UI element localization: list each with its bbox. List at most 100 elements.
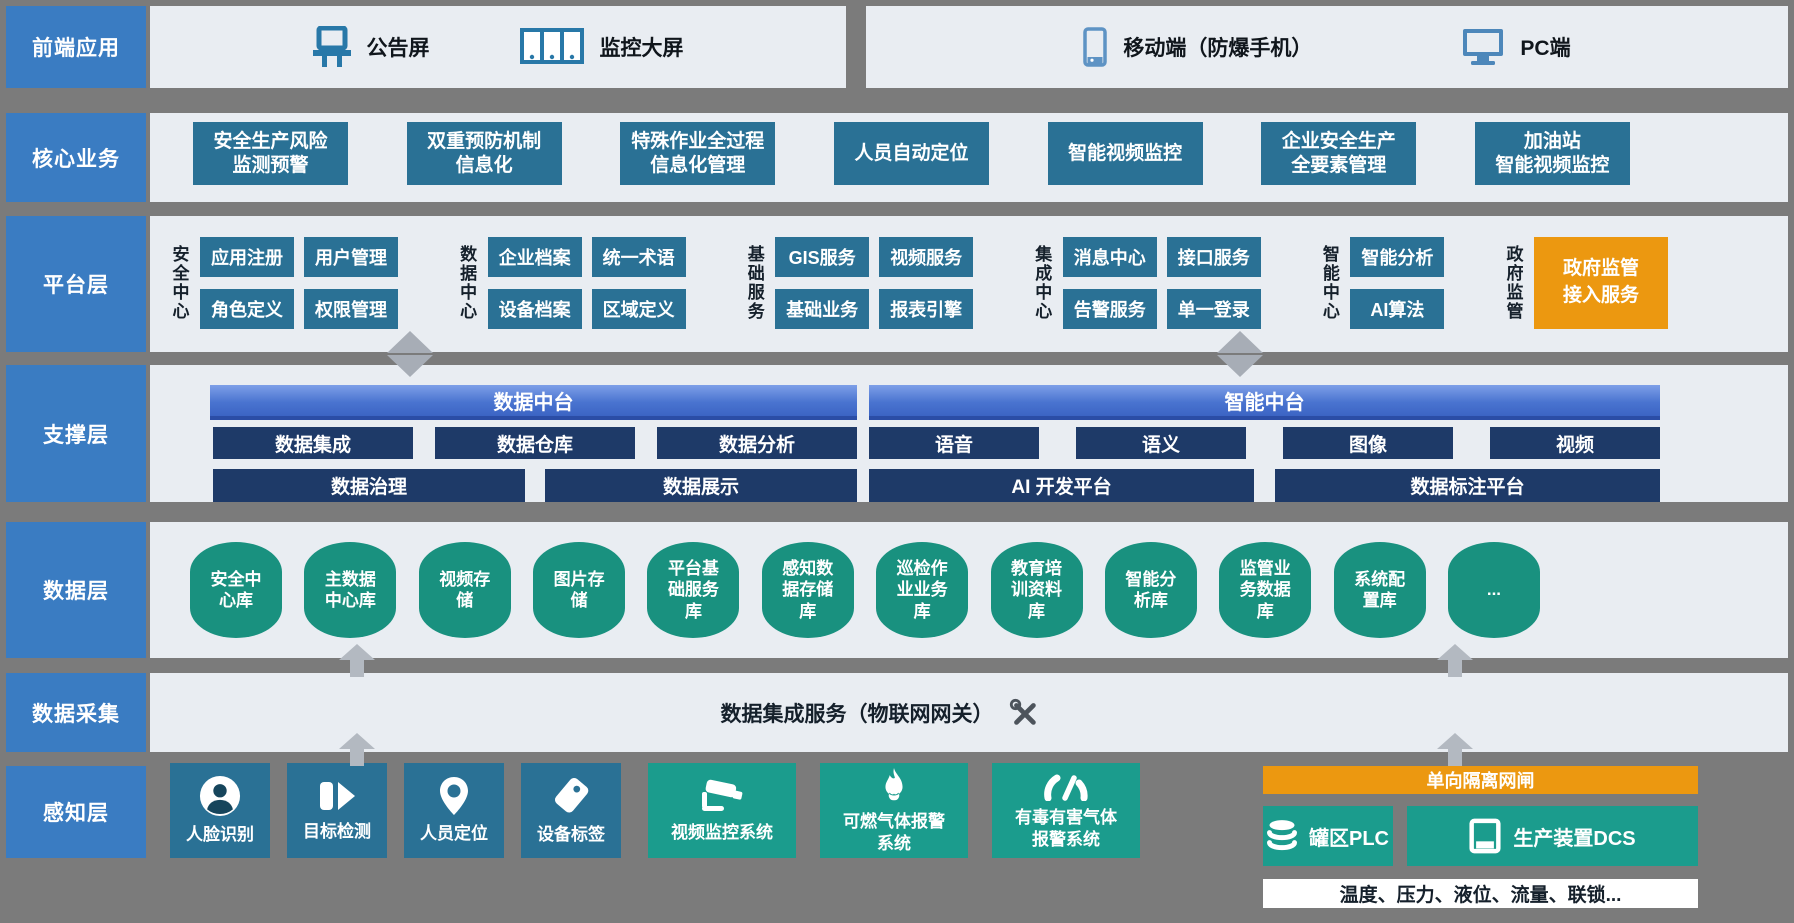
- up-arrow: [339, 733, 375, 766]
- support-box: 图像: [1283, 427, 1453, 459]
- layer-label-perception: 感知层: [6, 766, 146, 858]
- database-cylinder: 系统配置库: [1333, 542, 1426, 638]
- frontend-item-pc: PC端: [1462, 28, 1571, 66]
- platform-box: 告警服务: [1062, 289, 1157, 329]
- platform-box: 消息中心: [1062, 237, 1157, 277]
- platform-box: 权限管理: [304, 289, 398, 329]
- collection-band: [150, 673, 1788, 752]
- frontend-item-label: 移动端（防爆手机）: [1123, 37, 1313, 60]
- core-box: 双重预防机制 信息化: [406, 122, 562, 185]
- sensor-box-toxic-gas-alarm: 有毒有害气体报警系统: [992, 763, 1140, 858]
- platform-box: 应用注册: [200, 237, 294, 277]
- platform-group-security-center: 安全中心 应用注册 角色定义 用户管理 权限管理: [168, 237, 398, 329]
- production-dcs-box: 生产装置DCS: [1407, 806, 1698, 866]
- pc-icon: [1462, 28, 1504, 66]
- sensor-label: 有毒有害气体报警系统: [1015, 808, 1117, 849]
- platform-box: 智能分析: [1350, 237, 1445, 277]
- frontend-item-billboard: 公告屏: [312, 26, 430, 68]
- plc-dcs-group: 单向隔离网闸 罐区PLC 生产装置DCS 温度、压力、液位、流量、联锁...: [1263, 766, 1698, 908]
- layer-label-collection: 数据采集: [6, 673, 146, 752]
- layer-label-data: 数据层: [6, 522, 146, 658]
- layer-label-core: 核心业务: [6, 113, 146, 202]
- core-box: 安全生产风险 监测预警: [193, 122, 348, 185]
- frontend-item-mobile: 移动端（防爆手机）: [1083, 27, 1312, 67]
- process-signals-bar: 温度、压力、液位、流量、联锁...: [1263, 879, 1698, 908]
- database-cylinder: 视频存储: [418, 542, 511, 638]
- tools-icon: [1008, 697, 1040, 729]
- platform-box: 设备档案: [487, 289, 582, 329]
- sensor-box-face-recognition: 人脸识别: [170, 763, 270, 858]
- support-box: 语义: [1076, 427, 1246, 459]
- pin-icon: [438, 776, 470, 816]
- platform-box: 企业档案: [487, 237, 582, 277]
- database-cylinder: ...: [1447, 542, 1540, 638]
- tag-icon: [550, 775, 592, 817]
- sensor-box-object-detection: 目标检测: [287, 763, 387, 858]
- sensor-label: 可燃气体报警系统: [843, 812, 945, 853]
- platform-group-integration-center: 集成中心 消息中心 告警服务 接口服务 单一登录: [1031, 237, 1261, 329]
- platform-row: 安全中心 应用注册 角色定义 用户管理 权限管理 数据中心 企业档案 设备档案 …: [168, 237, 1668, 329]
- frontend-panel-right: 移动端（防爆手机） PC端: [866, 6, 1788, 88]
- support-box: 数据标注平台: [1275, 469, 1660, 502]
- database-cylinder: 教育培训资料库: [990, 542, 1083, 638]
- face-icon: [199, 775, 241, 817]
- support-left-row1: 数据集成 数据仓库 数据分析: [213, 427, 857, 459]
- one-way-isolation-gateway-bar: 单向隔离网闸: [1263, 766, 1698, 794]
- platform-group-title: 集成中心: [1032, 245, 1052, 321]
- platform-box: 单一登录: [1166, 289, 1261, 329]
- frontend-item-monitor-wall: 监控大屏: [519, 28, 684, 66]
- data-layer-row: 安全中心库 主数据中心库 视频存储 图片存储 平台基础服务库 感知数据存储库 巡…: [190, 542, 1540, 638]
- ai-middle-platform-bar: 智能中台: [869, 385, 1660, 420]
- platform-box: 报表引擎: [879, 289, 974, 329]
- platform-box: GIS服务: [775, 237, 870, 277]
- support-box: 语音: [869, 427, 1039, 459]
- platform-box: 角色定义: [200, 289, 294, 329]
- platform-box: 用户管理: [304, 237, 398, 277]
- platform-box: 接口服务: [1166, 237, 1261, 277]
- core-box: 特殊作业全过程 信息化管理: [620, 122, 776, 185]
- platform-group-title: 安全中心: [169, 245, 189, 321]
- support-box: 数据集成: [213, 427, 413, 459]
- database-cylinder: 图片存储: [533, 542, 626, 638]
- core-box: 企业安全生产 全要素管理: [1261, 122, 1417, 185]
- panel-icon: [1469, 818, 1501, 854]
- sensor-box-video-surveillance: 视频监控系统: [648, 763, 796, 858]
- core-box: 加油站 智能视频监控: [1474, 122, 1630, 185]
- platform-box: 视频服务: [879, 237, 974, 277]
- data-middle-platform-bar: 数据中台: [210, 385, 857, 420]
- core-box: 人员自动定位: [833, 122, 989, 185]
- platform-group-intelligence-center: 智能中心 智能分析 AI算法: [1318, 237, 1445, 329]
- platform-box: 基础业务: [775, 289, 870, 329]
- frontend-item-label: 监控大屏: [599, 37, 684, 60]
- layer-label-platform: 平台层: [6, 216, 146, 352]
- layer-label-frontend: 前端应用: [6, 6, 146, 88]
- data-collection-service: 数据集成服务（物联网网关）: [280, 673, 1480, 752]
- database-cylinder: 监管业务数据库: [1219, 542, 1312, 638]
- diamond-connector: [387, 331, 433, 377]
- database-cylinder: 巡检作业业务库: [876, 542, 969, 638]
- support-left-row2: 数据治理 数据展示: [213, 469, 857, 502]
- support-box: 数据仓库: [435, 427, 635, 459]
- perception-green-row: 视频监控系统 可燃气体报警系统 有毒有害气体报警系统: [648, 763, 1140, 858]
- platform-box: 统一术语: [591, 237, 686, 277]
- sensor-box-device-tag: 设备标签: [521, 763, 621, 858]
- core-business-row: 安全生产风险 监测预警 双重预防机制 信息化 特殊作业全过程 信息化管理 人员自…: [193, 122, 1630, 185]
- support-box: 数据分析: [657, 427, 857, 459]
- flame-icon: [878, 767, 910, 805]
- dcs-label: 生产装置DCS: [1513, 827, 1636, 850]
- database-cylinder: 主数据中心库: [304, 542, 397, 638]
- sensor-box-personnel-location: 人员定位: [404, 763, 504, 858]
- cctv-icon: [698, 778, 746, 816]
- platform-box: AI算法: [1350, 289, 1445, 329]
- up-arrow: [1437, 733, 1473, 766]
- database-cylinder: 安全中心库: [190, 542, 282, 638]
- phone-icon: [1083, 27, 1108, 67]
- tank-plc-box: 罐区PLC: [1263, 806, 1393, 866]
- database-cylinder: 感知数据存储库: [761, 542, 854, 638]
- platform-group-basic-services: 基础服务 GIS服务 基础业务 视频服务 报表引擎: [743, 237, 974, 329]
- platform-box: 区域定义: [591, 289, 686, 329]
- core-box: 智能视频监控: [1047, 122, 1203, 185]
- sensor-label: 目标检测: [303, 822, 371, 842]
- support-right-row1: 语音 语义 图像 视频: [869, 427, 1660, 459]
